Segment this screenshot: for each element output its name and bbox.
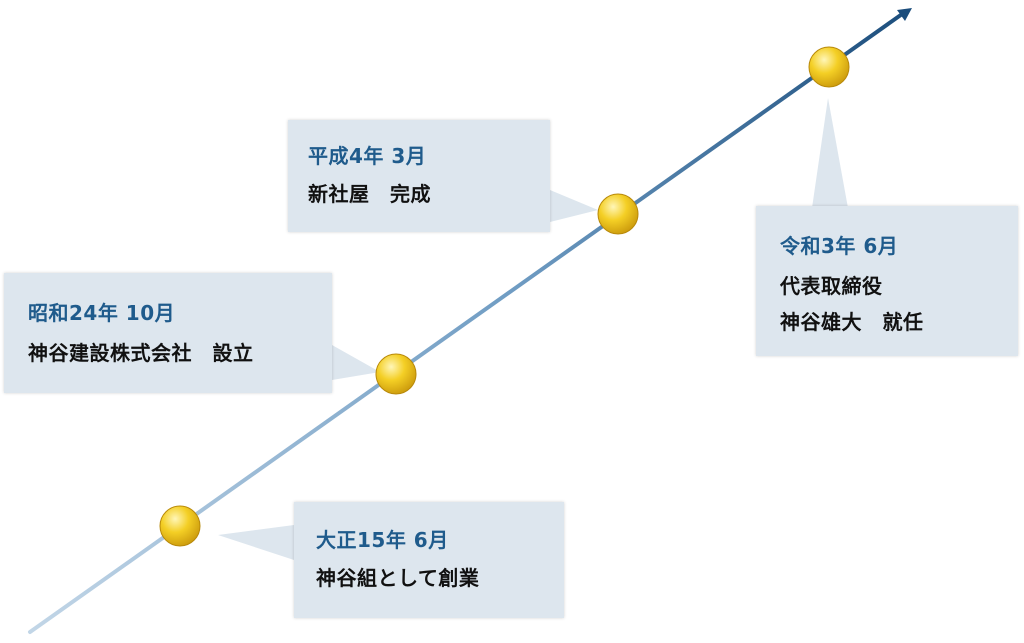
event-description: 神谷組として創業 — [316, 566, 480, 590]
timeline-node-2 — [375, 353, 417, 395]
timeline-node-3 — [597, 193, 639, 235]
callout-tail-1 — [218, 525, 294, 560]
event-date: 平成4年 3月 — [308, 144, 427, 168]
callout-event-3: 平成4年 3月 新社屋 完成 — [288, 120, 550, 232]
event-description: 神谷建設株式会社 設立 — [28, 341, 254, 365]
callout-event-4: 令和3年 6月 代表取締役 神谷雄大 就任 — [756, 206, 1018, 356]
callout-event-2: 昭和24年 10月 神谷建設株式会社 設立 — [4, 273, 332, 393]
event-date: 大正15年 6月 — [316, 528, 449, 552]
timeline-arrowhead — [897, 8, 912, 21]
timeline-node-1 — [159, 505, 201, 547]
callout-tail-4 — [812, 98, 848, 208]
event-description: 新社屋 完成 — [308, 182, 431, 206]
event-date: 昭和24年 10月 — [28, 301, 176, 325]
callout-tail-3 — [550, 190, 598, 222]
callout-event-1: 大正15年 6月 神谷組として創業 — [294, 502, 564, 618]
callout-tail-2 — [332, 345, 380, 380]
event-date: 令和3年 6月 — [780, 234, 899, 258]
event-description: 代表取締役 神谷雄大 就任 — [780, 274, 924, 334]
timeline-node-4 — [808, 46, 850, 88]
